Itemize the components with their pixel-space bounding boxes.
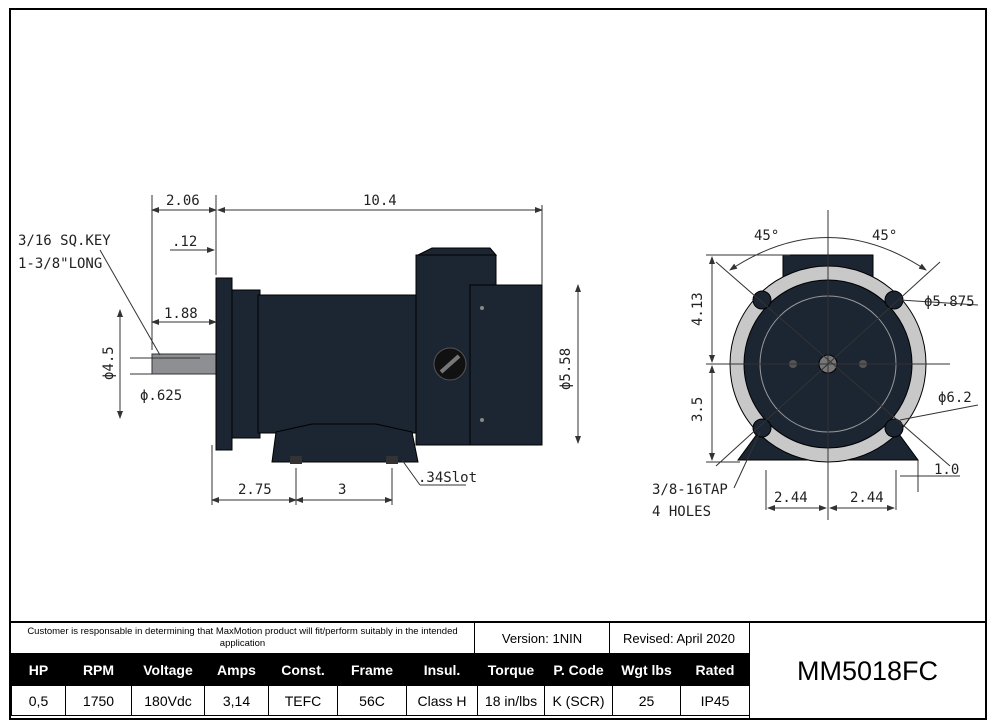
dim-center-height: 3.5	[690, 397, 706, 422]
motor-body	[257, 294, 419, 434]
spec-value: 3,14	[204, 685, 269, 716]
spec-header: Insul.	[406, 653, 478, 686]
spec-header: Amps	[204, 653, 269, 686]
spec-header: Rated	[680, 653, 750, 686]
spec-header: HP	[11, 653, 66, 686]
model-number: MM5018FC	[749, 623, 985, 720]
dim-foot-to-c: 2.75	[238, 482, 272, 498]
spec-header: P. Code	[544, 653, 613, 686]
dim-shaft-dia: ϕ.625	[140, 388, 182, 404]
side-view	[151, 247, 543, 464]
drawing-frame	[9, 8, 987, 720]
dim-tap-count: 4 HOLES	[652, 504, 711, 520]
revised-label: Revised: April 2020	[609, 623, 750, 653]
dim-shaft-ext: 1.88	[164, 306, 198, 322]
spec-table: HP RPM Voltage Amps Const. Frame Insul. …	[11, 653, 750, 716]
spec-header: Wgt lbs	[612, 653, 681, 686]
spec-value: 180Vdc	[131, 685, 205, 716]
spec-value: 56C	[337, 685, 407, 716]
front-dimensions	[706, 210, 979, 520]
dim-angle-left: 45°	[754, 228, 779, 244]
spec-value: TEFC	[268, 685, 338, 716]
spec-value: IP45	[680, 685, 750, 716]
flange	[215, 277, 233, 451]
spec-header: Const.	[268, 653, 338, 686]
dim-shaft-length: 2.06	[166, 193, 200, 209]
dim-slot: .34Slot	[418, 470, 477, 486]
side-dimensions	[99, 195, 581, 505]
dim-center-height-top: 4.13	[690, 292, 706, 326]
spec-header: Torque	[477, 653, 545, 686]
spec-header-row: HP RPM Voltage Amps Const. Frame Insul. …	[11, 653, 750, 686]
dim-foot-half-left: 2.44	[774, 490, 808, 506]
spec-value: K (SCR)	[544, 685, 613, 716]
version-label: Version: 1NIN	[475, 623, 610, 653]
spec-value: Class H	[406, 685, 478, 716]
dim-flange-dia: ϕ6.2	[938, 390, 972, 406]
spec-value: 0,5	[11, 685, 66, 716]
dim-tap: 3/8-16TAP	[652, 482, 728, 498]
spec-value-row: 0,5 1750 180Vdc 3,14 TEFC 56C Class H 18…	[11, 685, 750, 716]
spec-header: Voltage	[131, 653, 205, 686]
spec-value: 1750	[65, 685, 132, 716]
dim-body-dia: ϕ5.58	[558, 348, 574, 390]
disclaimer-note: Customer is responsable in determining t…	[11, 623, 475, 653]
dim-pilot-dia: ϕ4.5	[101, 346, 117, 380]
dim-foot-spacing: 3	[338, 482, 346, 498]
dim-bolt-circle: ϕ5.875	[924, 294, 975, 310]
dim-foot-half-right: 2.44	[850, 490, 884, 506]
spec-header: RPM	[65, 653, 132, 686]
dim-overall-length: 10.4	[363, 193, 397, 209]
spec-value: 25	[612, 685, 681, 716]
dim-foot-thickness: 1.0	[934, 462, 959, 478]
dim-angle-right: 45°	[872, 228, 897, 244]
dim-key-length: 1-3/8"LONG	[18, 256, 102, 272]
motor-foot	[271, 423, 419, 463]
dim-key: 3/16 SQ.KEY	[18, 233, 111, 249]
spec-header: Frame	[337, 653, 407, 686]
shaft	[151, 353, 219, 375]
dim-flange-offset: .12	[172, 234, 197, 250]
technical-drawing: 2.06 10.4 3/16 SQ.KEY 1-3/8"LONG .12 1.8…	[18, 193, 979, 520]
spec-value: 18 in/lbs	[477, 685, 545, 716]
title-block: Customer is responsable in determining t…	[11, 621, 985, 720]
